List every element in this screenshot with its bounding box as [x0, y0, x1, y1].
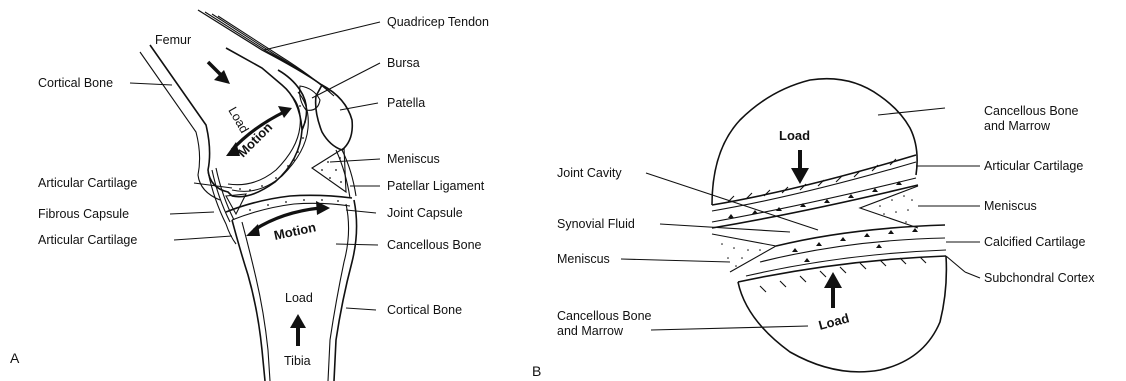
panel-label-b: B — [532, 363, 541, 379]
label-cancellous-bone-bottom-1: Cancellous Bone — [557, 309, 652, 323]
label-cortical-bone-left: Cortical Bone — [38, 76, 113, 90]
label-meniscus-b-right: Meniscus — [984, 199, 1037, 213]
label-articular-cartilage-upper: Articular Cartilage — [38, 176, 137, 190]
label-cancellous-bone-top-2: and Marrow — [984, 119, 1051, 133]
label-articular-cartilage-b: Articular Cartilage — [984, 159, 1083, 173]
label-cancellous-bone-top-1: Cancellous Bone — [984, 104, 1079, 118]
label-articular-cartilage-lower: Articular Cartilage — [38, 233, 137, 247]
panel-b-joint-diagram: Load Load Cancellous Bone and Marrow Art… — [532, 79, 1095, 379]
label-patellar-ligament: Patellar Ligament — [387, 179, 485, 193]
label-cortical-bone-right: Cortical Bone — [387, 303, 462, 317]
lower-cartilage-top — [776, 225, 945, 246]
femur-outline — [150, 45, 232, 196]
upper-cartilage-bottom — [712, 185, 918, 228]
label-calcified-cartilage: Calcified Cartilage — [984, 235, 1085, 249]
label-quadricep-tendon: Quadricep Tendon — [387, 15, 489, 29]
label-subchondral-cortex: Subchondral Cortex — [984, 271, 1095, 285]
femur-inner-cortex — [140, 52, 220, 200]
label-meniscus-b-left: Meniscus — [557, 252, 610, 266]
upper-cartilage-marks — [728, 181, 902, 218]
load-text-b-top: Load — [779, 128, 810, 143]
label-femur: Femur — [155, 33, 191, 47]
meniscus-wedge-a — [312, 148, 346, 192]
motion-text-a-bottom: Motion — [273, 219, 318, 243]
panel-a-knee-diagram: Load Motion Motion Load Quadricep Tendon… — [10, 10, 489, 381]
load-arrow-b-bottom — [824, 272, 842, 308]
label-synovial-fluid: Synovial Fluid — [557, 217, 635, 231]
label-joint-cavity: Joint Cavity — [557, 166, 622, 180]
load-text-a-bottom: Load — [285, 291, 313, 305]
panel-label-a: A — [10, 350, 20, 366]
femur-condyle-front — [278, 70, 307, 130]
load-arrow-a-top — [208, 62, 230, 84]
upper-cartilage-top — [712, 155, 916, 205]
label-tibia: Tibia — [284, 354, 311, 368]
meniscus-left-b — [712, 234, 776, 272]
label-cancellous-bone-a: Cancellous Bone — [387, 238, 482, 252]
patella-shape — [316, 85, 353, 150]
load-arrow-b-top — [791, 150, 809, 184]
load-arrow-a-bottom — [290, 314, 306, 346]
label-cancellous-bone-bottom-2: and Marrow — [557, 324, 624, 338]
tibia-outline-right — [334, 200, 357, 381]
label-meniscus-a: Meniscus — [387, 152, 440, 166]
load-text-a-top: Load — [225, 105, 251, 136]
label-bursa: Bursa — [387, 56, 420, 70]
label-joint-capsule: Joint Capsule — [387, 206, 463, 220]
label-patella: Patella — [387, 96, 425, 110]
load-text-b-bottom: Load — [817, 310, 851, 333]
tibia-outline-left — [232, 220, 265, 381]
label-fibrous-capsule: Fibrous Capsule — [38, 207, 129, 221]
lower-hatch — [760, 257, 926, 292]
upper-bone-outline — [712, 79, 917, 205]
